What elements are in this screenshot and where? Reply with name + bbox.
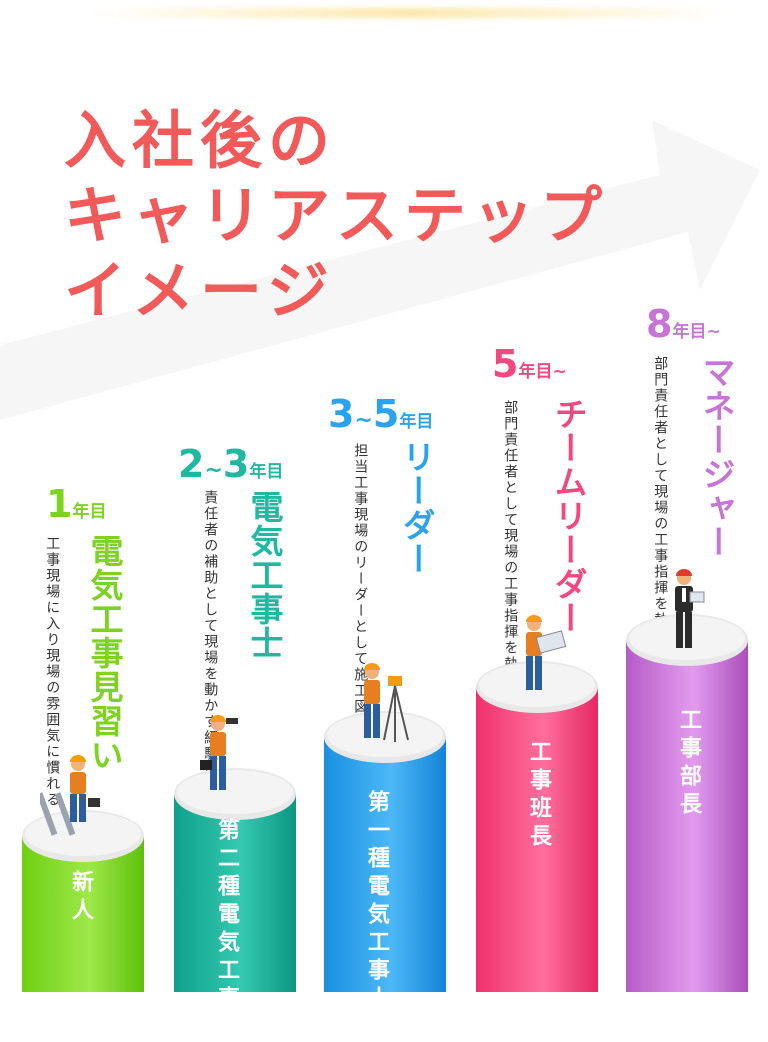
step1-year: 1年目 (46, 482, 107, 526)
step2-desc-line1: 責任者の補助として (202, 490, 219, 634)
step4-position-name: チームリーダー (549, 397, 588, 635)
title-line-3: イメージ (64, 254, 335, 327)
step5-rank: 工事部長 (676, 708, 701, 820)
top-glow (90, 8, 730, 18)
step2-pedestal (174, 768, 296, 992)
step2-year: 2~3年目 (178, 442, 284, 486)
step3-rank: 第一種電気工事士 (364, 790, 389, 1014)
step5-desc-line1: 部門責任者として (652, 356, 669, 484)
step1-desc-line1: 工事現場に入り (44, 536, 61, 648)
step4-year: 5年目~ (492, 342, 567, 386)
worker-with-ladder-icon (40, 755, 100, 836)
manager-with-tablet-icon (675, 569, 705, 648)
step3-position-name: リーダー (397, 440, 436, 576)
step1-desc-line2: 現場の雰囲気に慣れる (44, 648, 61, 808)
worker-with-drill-icon (200, 715, 238, 790)
worker-with-tripod-icon (364, 663, 409, 742)
step4-rank: 工事班長 (526, 740, 551, 852)
step3-year: 3~5年目 (328, 392, 434, 436)
title-line-1: 入社後の (64, 104, 337, 177)
step1-rank: 新人 (68, 870, 93, 926)
title-line-2: キャリアステップ (64, 179, 609, 252)
step3-desc-line1: 担当工事現場のリーダーとして (352, 443, 369, 667)
step4-pedestal (476, 661, 598, 992)
background-arrow (0, 0, 768, 992)
step5-pedestal (626, 614, 748, 992)
step2-position-name: 電気工事士 (245, 490, 284, 660)
step5-year: 8年目~ (646, 302, 721, 346)
step3-pedestal (324, 711, 446, 992)
step5-position-name: マネージャー (697, 355, 736, 559)
step1-description: 工事現場に入り現場の雰囲気に慣れる (42, 536, 62, 808)
step2-rank: 第二種電気工事士 (214, 818, 239, 1042)
worker-with-blueprint-icon (526, 615, 567, 690)
step4-desc-line1: 部門責任者として (502, 400, 519, 528)
step1-position-name: 電気工事見習い (85, 534, 124, 772)
step1-pedestal (22, 810, 144, 992)
